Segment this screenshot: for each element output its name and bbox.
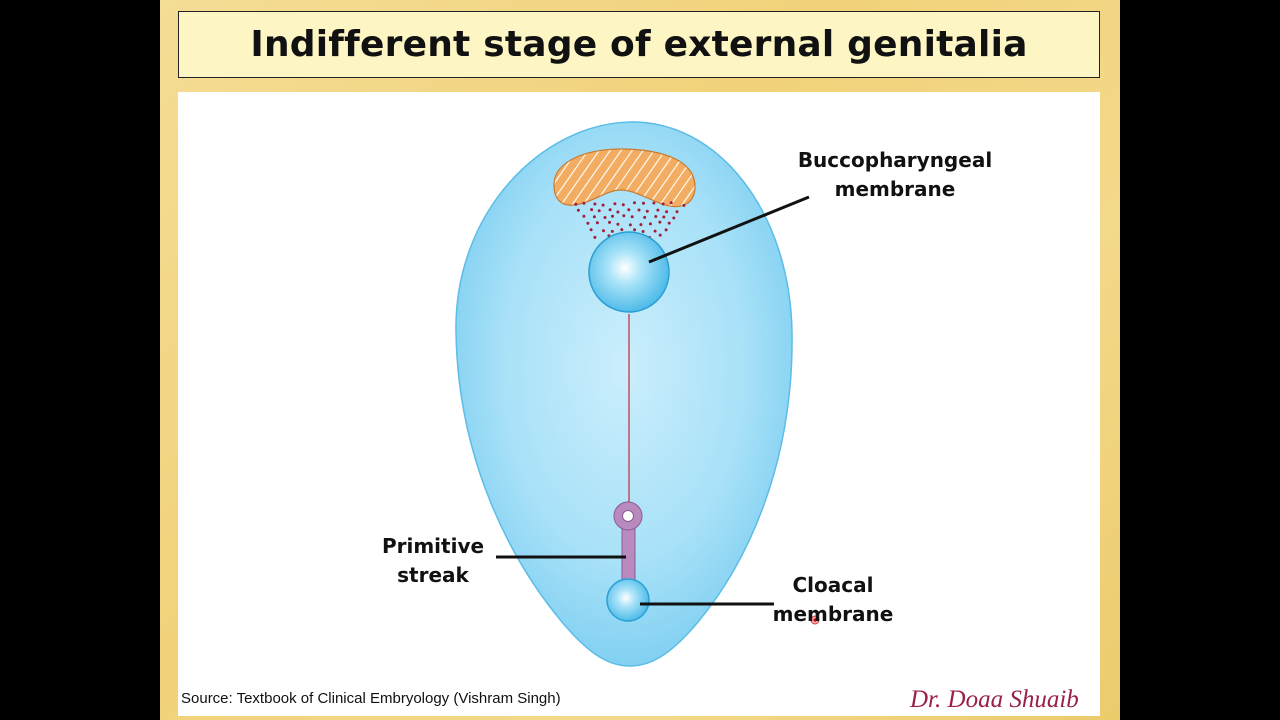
author-signature: Dr. Doaa Shuaib [910,686,1079,713]
prechordal-dot [622,214,626,218]
prechordal-dot [633,201,636,205]
label-line: Buccopharyngeal [797,148,993,172]
prechordal-dot [613,202,617,206]
prechordal-dot [608,220,611,224]
title-box: Indifferent stage of external genitalia [178,11,1100,78]
pointer-dot-center [813,618,817,622]
prechordal-dot [590,208,594,212]
primitive-streak [621,523,636,587]
label-line: streak [397,563,469,587]
prechordal-dot [648,222,652,226]
prechordal-dot [595,221,599,225]
prechordal-dot [593,235,597,239]
label-line: Cloacal [792,573,874,597]
prechordal-dot [656,208,660,212]
prechordal-dot [637,208,641,212]
prechordal-dot [643,215,647,219]
prechordal-dot [654,215,658,218]
source-citation: Source: Textbook of Clinical Embryology … [181,690,561,707]
prechordal-dot [682,203,686,207]
prechordal-dot [652,201,656,205]
prechordal-dot [611,214,614,218]
prechordal-dot [616,210,620,214]
prechordal-dot [642,201,645,205]
prechordal-dot [574,202,578,206]
prechordal-dot [658,233,662,237]
slide: Indifferent stage of external genitalia [160,0,1120,720]
cardiogenic-area [553,148,696,208]
prechordal-dot [597,209,601,213]
prechordal-dot [669,201,673,205]
prechordal-dot [601,203,605,207]
label-cloacal-membrane: Cloacal membrane [758,571,908,629]
primitive-pit [622,510,634,522]
prechordal-dot [641,230,645,233]
prechordal-dot [633,228,637,232]
prechordal-dot [576,208,580,212]
prechordal-dot [672,216,676,220]
prechordal-dot [621,203,625,207]
prechordal-dot [592,215,596,219]
prechordal-dot [589,228,593,232]
prechordal-dot [603,216,607,219]
leader-line-buccopharyngeal [648,195,810,264]
prechordal-dot [662,215,666,219]
prechordal-dot [628,223,632,227]
prechordal-dot [582,214,586,218]
label-buccopharyngeal-membrane: Buccopharyngeal membrane [778,146,1012,204]
label-primitive-streak: Primitive streak [368,532,498,590]
prechordal-dot [653,229,657,233]
prechordal-dot [602,229,605,233]
label-line: Primitive [381,534,485,558]
prechordal-dot [645,209,649,213]
cloacal-membrane [606,578,650,622]
prechordal-dot [675,210,679,214]
embryonic-disc-diagram [455,121,820,667]
prechordal-dot [627,208,631,212]
label-line: membrane [834,177,956,201]
prechordal-dot [620,228,624,232]
prechordal-dot [639,223,643,227]
prechordal-dot [665,210,669,214]
prechordal-dot [630,215,634,219]
prechordal-dot [664,228,668,232]
embryonic-disc [455,121,793,667]
slide-title: Indifferent stage of external genitalia [250,24,1028,65]
prechordal-dot [608,208,612,212]
prechordal-dot [661,202,665,206]
prechordal-dot [616,222,620,226]
prechordal-dot [610,229,614,233]
prechordal-dot [658,220,662,224]
label-line: membrane [772,602,894,626]
prechordal-dot [582,201,586,205]
prechordal-dot [593,202,597,206]
diagram-panel: Buccopharyngeal membrane Primitive strea… [178,92,1100,716]
prechordal-dot [667,221,671,225]
buccopharyngeal-membrane [588,231,670,313]
prechordal-dot [586,221,590,225]
